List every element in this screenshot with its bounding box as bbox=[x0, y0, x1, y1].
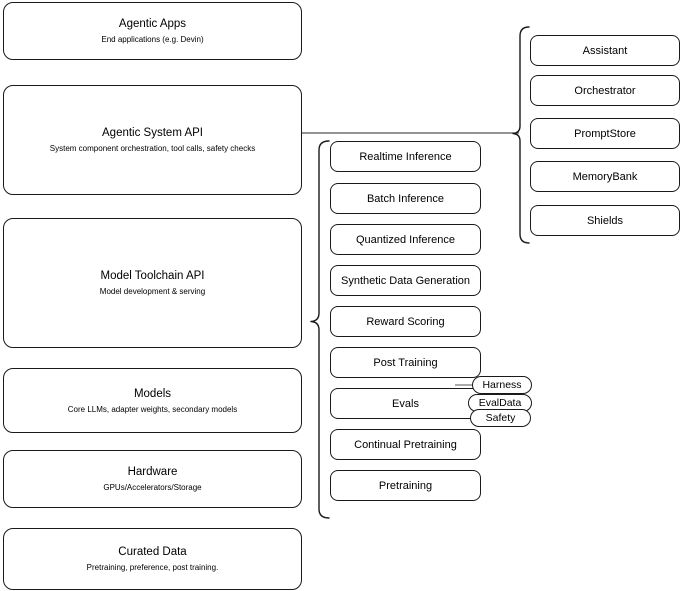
toolchain-component-quantized-inference[interactable]: Quantized Inference bbox=[330, 224, 481, 255]
layer-subtitle: GPUs/Accelerators/Storage bbox=[103, 483, 202, 492]
layer-box-model-toolchain-api[interactable]: Model Toolchain API Model development & … bbox=[3, 218, 302, 348]
layer-title: Agentic System API bbox=[102, 127, 203, 139]
component-label: Realtime Inference bbox=[359, 150, 452, 163]
agentic-component-memorybank[interactable]: MemoryBank bbox=[530, 161, 680, 192]
eval-pill-evaldata[interactable]: EvalData bbox=[468, 394, 532, 412]
layer-box-agentic-apps[interactable]: Agentic Apps End applications (e.g. Devi… bbox=[3, 2, 302, 60]
component-label: PromptStore bbox=[574, 127, 636, 140]
layer-box-hardware[interactable]: Hardware GPUs/Accelerators/Storage bbox=[3, 450, 302, 508]
toolchain-component-batch-inference[interactable]: Batch Inference bbox=[330, 183, 481, 214]
component-label: Pretraining bbox=[378, 479, 433, 492]
toolchain-component-post-training[interactable]: Post Training bbox=[330, 347, 481, 378]
layer-title: Hardware bbox=[127, 466, 178, 478]
toolchain-component-reward-scoring[interactable]: Reward Scoring bbox=[330, 306, 481, 337]
toolchain-component-synthetic-data-generation[interactable]: Synthetic Data Generation bbox=[330, 265, 481, 296]
component-label: Continual Pretraining bbox=[354, 438, 457, 451]
layer-subtitle: System component orchestration, tool cal… bbox=[49, 144, 256, 153]
layer-subtitle: Core LLMs, adapter weights, secondary mo… bbox=[67, 404, 238, 414]
layer-title: Curated Data bbox=[118, 546, 187, 558]
layer-box-models[interactable]: Models Core LLMs, adapter weights, secon… bbox=[3, 368, 302, 433]
eval-pill-harness[interactable]: Harness bbox=[472, 376, 532, 394]
agentic-component-promptstore[interactable]: PromptStore bbox=[530, 118, 680, 149]
layer-box-curated-data[interactable]: Curated Data Pretraining, preference, po… bbox=[3, 528, 302, 590]
component-label: Evals bbox=[392, 397, 419, 410]
component-label: Reward Scoring bbox=[366, 315, 445, 328]
layer-subtitle: End applications (e.g. Devin) bbox=[101, 35, 204, 44]
toolchain-component-evals[interactable]: Evals bbox=[330, 388, 481, 419]
component-label: Orchestrator bbox=[574, 84, 636, 97]
agentic-component-orchestrator[interactable]: Orchestrator bbox=[530, 75, 680, 106]
component-label: Assistant bbox=[582, 44, 628, 57]
layer-title: Agentic Apps bbox=[118, 18, 187, 30]
pill-label: Harness bbox=[482, 379, 522, 391]
agentic-component-assistant[interactable]: Assistant bbox=[530, 35, 680, 66]
toolchain-component-continual-pretraining[interactable]: Continual Pretraining bbox=[330, 429, 481, 460]
component-label: MemoryBank bbox=[572, 170, 638, 183]
eval-pill-safety[interactable]: Safety bbox=[470, 409, 531, 427]
component-label: Quantized Inference bbox=[355, 233, 456, 246]
pill-label: EvalData bbox=[478, 397, 522, 409]
component-label: Post Training bbox=[373, 356, 438, 369]
pill-label: Safety bbox=[485, 412, 516, 424]
layer-subtitle: Pretraining, preference, post training. bbox=[86, 563, 219, 572]
layer-title: Models bbox=[133, 387, 172, 400]
layer-box-agentic-system-api[interactable]: Agentic System API System component orch… bbox=[3, 85, 302, 195]
layer-title: Model Toolchain API bbox=[100, 270, 205, 282]
component-label: Synthetic Data Generation bbox=[340, 274, 471, 287]
layer-subtitle: Model development & serving bbox=[99, 287, 206, 296]
toolchain-component-pretraining[interactable]: Pretraining bbox=[330, 470, 481, 501]
toolchain-component-realtime-inference[interactable]: Realtime Inference bbox=[330, 141, 481, 172]
component-label: Batch Inference bbox=[366, 192, 445, 205]
component-label: Shields bbox=[586, 214, 624, 227]
agentic-component-shields[interactable]: Shields bbox=[530, 205, 680, 236]
